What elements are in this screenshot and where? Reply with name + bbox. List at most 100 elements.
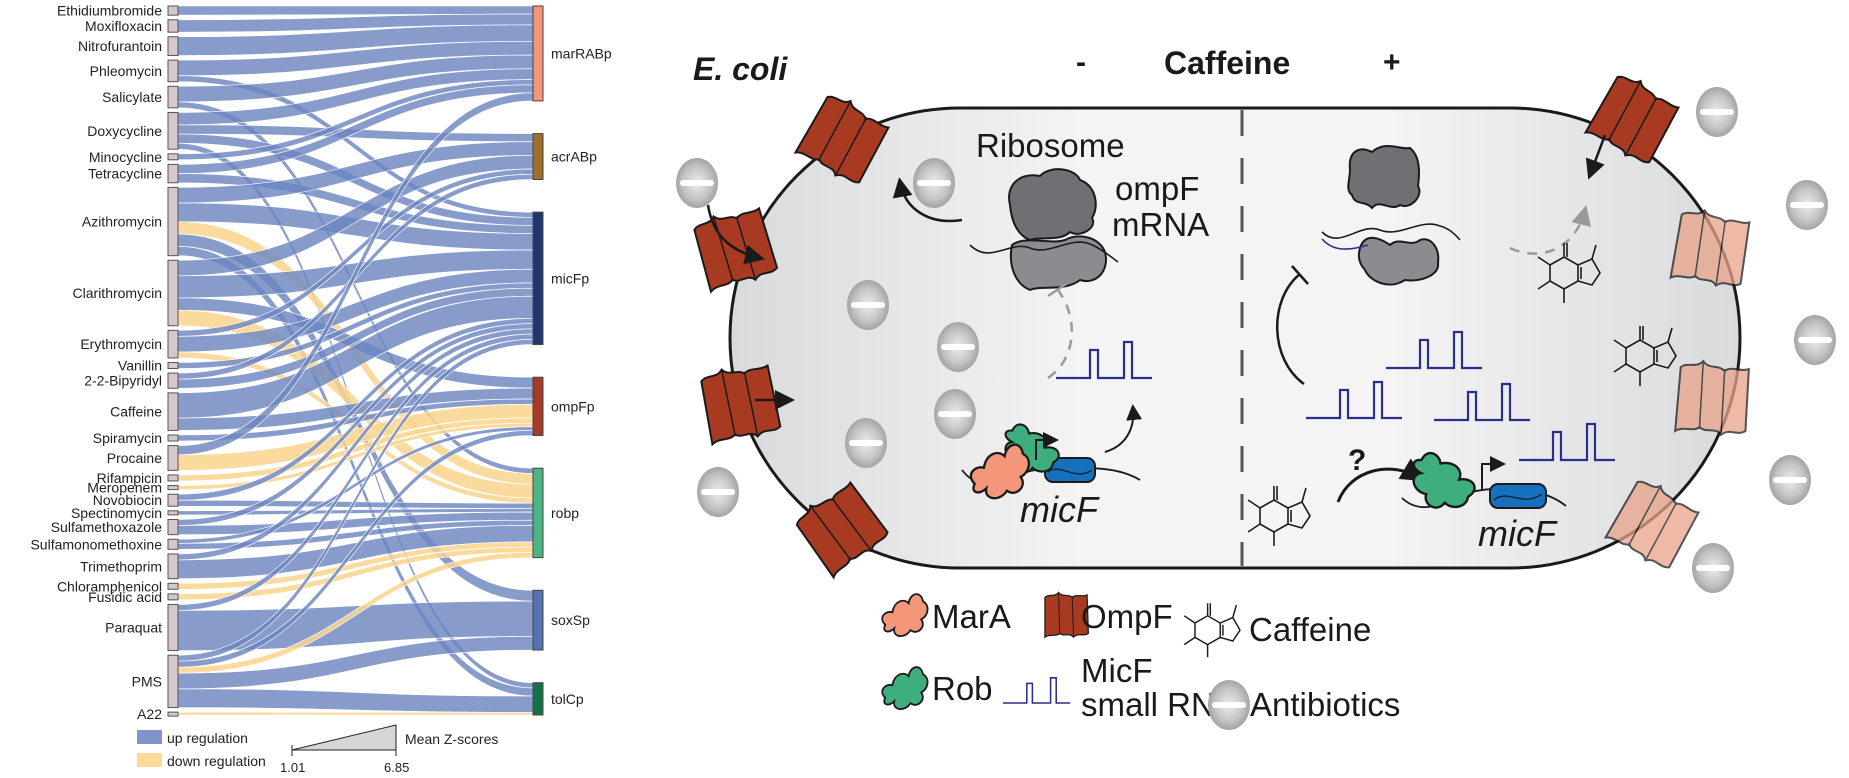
unknown-mechanism-label: ?	[1348, 444, 1366, 477]
promoter-arrow-icon	[1035, 432, 1059, 460]
source-label: Azithromycin	[82, 214, 162, 230]
legend-rob-icon	[881, 666, 929, 711]
source-label: Phleomycin	[90, 63, 162, 79]
inhibition-bar-icon	[1047, 282, 1067, 298]
micf-gene-icon	[1489, 483, 1547, 509]
z-score-scale-max: 6.85	[384, 760, 409, 775]
source-label: Moxifloxacin	[85, 18, 162, 34]
target-node-tolcp	[532, 682, 544, 716]
source-node-pms	[167, 654, 179, 709]
source-label: A22	[137, 706, 162, 722]
ribosome-icon	[1321, 144, 1461, 286]
source-label: Tetracycline	[88, 166, 162, 182]
source-label: Procaine	[107, 450, 162, 466]
source-label: Sulfamethoxazole	[51, 519, 163, 535]
legend-label-rob: Rob	[932, 670, 993, 707]
promoter-arrow-icon	[1481, 456, 1506, 490]
source-label: Spiramycin	[93, 430, 162, 446]
source-node-clarithromycin	[167, 259, 179, 327]
source-label: Ethidiumbromide	[57, 3, 162, 19]
activation-arrow-icon	[1336, 458, 1426, 503]
source-label: Paraquat	[105, 620, 162, 636]
target-label: micFp	[551, 270, 589, 286]
ribosome-icon	[969, 168, 1119, 292]
source-label: Novobiocin	[93, 492, 162, 508]
sankey-legend: up regulation down regulation 1.01 6.85 …	[137, 724, 498, 775]
condition-minus: -	[1076, 46, 1086, 79]
legend-label-antibiotics: Antibiotics	[1250, 686, 1400, 723]
target-label: ompFp	[551, 398, 595, 414]
source-node-nitrofurantoin	[167, 36, 179, 57]
source-node-vanillin	[167, 362, 179, 370]
target-label: acrABp	[551, 149, 597, 165]
dna-strand	[1493, 493, 1543, 501]
source-label: Sulfamonomethoxine	[30, 536, 162, 552]
mrna-label-mrna: mRNA	[1112, 206, 1209, 243]
source-node-spiramycin	[167, 434, 179, 442]
import-arrow-icon	[1585, 134, 1607, 180]
source-node-paraquat	[167, 603, 179, 652]
source-label: Doxycycline	[87, 123, 162, 139]
source-label: Clarithromycin	[73, 285, 162, 301]
legend-antibiotic-icon	[1208, 680, 1250, 730]
gene-label-micf-left: micF	[1020, 489, 1100, 530]
source-node-spectinomycin	[167, 510, 179, 516]
source-node-ethidiumbromide	[167, 5, 179, 16]
condition-label: Caffeine	[1164, 45, 1290, 81]
target-node-micfp	[532, 211, 544, 346]
source-label: Erythromycin	[80, 336, 162, 352]
source-node-phleomycin	[167, 59, 179, 83]
source-node-minocycline	[167, 153, 179, 161]
legend-swatch-up	[137, 730, 162, 744]
legend-label-micf: MicF	[1081, 652, 1152, 689]
target-node-soxsp	[532, 589, 544, 651]
source-node-azithromycin	[167, 186, 179, 257]
transcription-arrow-icon	[1104, 404, 1143, 453]
source-node-chloramphenicol	[167, 582, 179, 590]
legend-label-caffeine: Caffeine	[1249, 611, 1371, 648]
source-node-tetracycline	[167, 163, 179, 184]
legend-swatch-down	[137, 753, 162, 767]
source-node-rifampicin	[167, 474, 179, 482]
source-node-erythromycin	[167, 329, 179, 359]
legend-mara-icon	[881, 593, 929, 638]
source-node-sulfamonomethoxine	[167, 538, 179, 550]
source-label: Vanillin	[118, 358, 162, 374]
sankey-links	[177, 5, 534, 716]
target-label: robp	[551, 505, 579, 521]
source-label: Fusidic acid	[88, 589, 162, 605]
source-label: Chloramphenicol	[57, 578, 162, 594]
inhibition-arrow-icon	[1276, 273, 1305, 386]
mrna-label-ompf: ompF	[1115, 170, 1199, 207]
source-node-doxycycline	[167, 111, 179, 150]
ribosome-label: Ribosome	[976, 127, 1125, 164]
source-node-sulfamethoxazole	[167, 518, 179, 536]
source-label: Meropenem	[87, 480, 162, 496]
target-label: tolCp	[551, 691, 584, 707]
legend-micf-rna-icon	[1002, 677, 1071, 704]
source-label: PMS	[132, 673, 162, 689]
source-label: Minocycline	[89, 149, 162, 165]
source-node-meropenem	[167, 485, 179, 491]
target-node-ompfp	[532, 376, 544, 437]
source-node-caffeine	[167, 392, 179, 431]
source-label: 2-2-Bipyridyl	[84, 373, 162, 389]
target-node-marrabp	[532, 5, 544, 102]
target-label: soxSp	[551, 612, 590, 628]
sankey-source-nodes: EthidiumbromideMoxifloxacinNitrofurantoi…	[30, 3, 179, 722]
dna-strand	[1047, 468, 1093, 475]
z-score-scale-min: 1.01	[280, 760, 305, 775]
legend-label-mara: MarA	[932, 598, 1011, 635]
source-node-moxifloxacin	[167, 19, 179, 33]
organism-label: E. coli	[693, 51, 788, 87]
import-arrow-icon	[706, 204, 765, 265]
schematic-legend: MarA Rob OmpF MicF small RNA Caffeine An…	[881, 591, 1400, 730]
condition-plus: +	[1383, 46, 1401, 79]
source-node-salicylate	[167, 85, 179, 109]
source-node-a22	[167, 711, 179, 717]
inhibition-bar-icon	[1291, 265, 1309, 285]
legend-label-ompf: OmpF	[1081, 598, 1173, 635]
source-node-fusidic-acid	[167, 593, 179, 601]
